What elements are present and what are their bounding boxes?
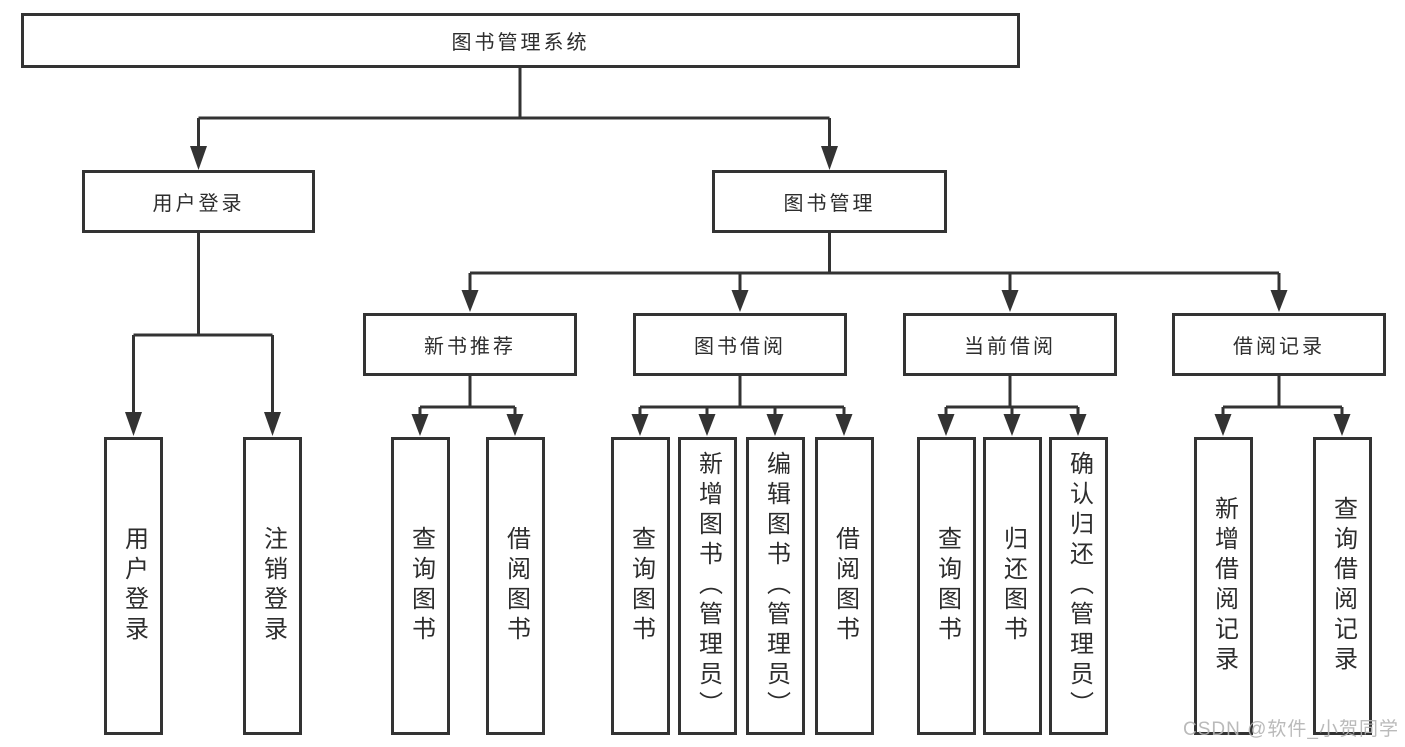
leaf-add-book-admin: 新增图书（管理员） bbox=[678, 437, 737, 735]
node-borrow-record-label: 借阅记录 bbox=[1233, 336, 1325, 358]
node-book-borrow-label: 图书借阅 bbox=[694, 336, 786, 358]
node-user-login-label: 用户登录 bbox=[152, 193, 245, 215]
arrowheads bbox=[125, 146, 1351, 436]
leaf-logout: 注销登录 bbox=[243, 437, 302, 735]
node-user-login: 用户登录 bbox=[82, 170, 315, 233]
leaf-borrow-book-label: 借阅图书 bbox=[831, 526, 859, 646]
leaf-confirm-return-admin: 确认归还（管理员） bbox=[1049, 437, 1108, 735]
leaf-logout-label: 注销登录 bbox=[259, 526, 287, 646]
node-root-label: 图书管理系统 bbox=[451, 32, 590, 54]
leaf-borrow-query-book-label: 查询图书 bbox=[627, 526, 655, 646]
node-new-book-recommend-label: 新书推荐 bbox=[424, 336, 516, 358]
leaf-query-borrow-record: 查询借阅记录 bbox=[1313, 437, 1372, 735]
leaf-user-login: 用户登录 bbox=[104, 437, 163, 735]
node-current-borrow: 当前借阅 bbox=[903, 313, 1117, 376]
leaf-current-query-book-label: 查询图书 bbox=[933, 526, 961, 646]
leaf-recommend-borrow-book-label: 借阅图书 bbox=[502, 526, 530, 646]
leaf-recommend-borrow-book: 借阅图书 bbox=[486, 437, 545, 735]
leaf-recommend-query-book-label: 查询图书 bbox=[407, 526, 435, 646]
node-book-borrow: 图书借阅 bbox=[633, 313, 847, 376]
csdn-watermark: CSDN @软件_小贺同学 bbox=[1183, 719, 1399, 740]
node-root: 图书管理系统 bbox=[21, 13, 1020, 68]
node-current-borrow-label: 当前借阅 bbox=[964, 336, 1056, 358]
leaf-current-query-book: 查询图书 bbox=[917, 437, 976, 735]
leaf-add-book-admin-label: 新增图书（管理员） bbox=[694, 451, 722, 721]
node-book-management-label: 图书管理 bbox=[783, 193, 876, 215]
leaf-user-login-label: 用户登录 bbox=[120, 526, 148, 646]
node-new-book-recommend: 新书推荐 bbox=[363, 313, 577, 376]
leaf-edit-book-admin-label: 编辑图书（管理员） bbox=[762, 451, 790, 721]
leaf-query-borrow-record-label: 查询借阅记录 bbox=[1329, 496, 1357, 676]
leaf-add-borrow-record: 新增借阅记录 bbox=[1194, 437, 1253, 735]
node-borrow-record: 借阅记录 bbox=[1172, 313, 1386, 376]
node-book-management: 图书管理 bbox=[712, 170, 947, 233]
leaf-confirm-return-admin-label: 确认归还（管理员） bbox=[1065, 451, 1093, 721]
leaf-borrow-book: 借阅图书 bbox=[815, 437, 874, 735]
leaf-edit-book-admin: 编辑图书（管理员） bbox=[746, 437, 805, 735]
leaf-recommend-query-book: 查询图书 bbox=[391, 437, 450, 735]
leaf-borrow-query-book: 查询图书 bbox=[611, 437, 670, 735]
leaf-return-book-label: 归还图书 bbox=[999, 526, 1027, 646]
leaf-return-book: 归还图书 bbox=[983, 437, 1042, 735]
leaf-add-borrow-record-label: 新增借阅记录 bbox=[1210, 496, 1238, 676]
